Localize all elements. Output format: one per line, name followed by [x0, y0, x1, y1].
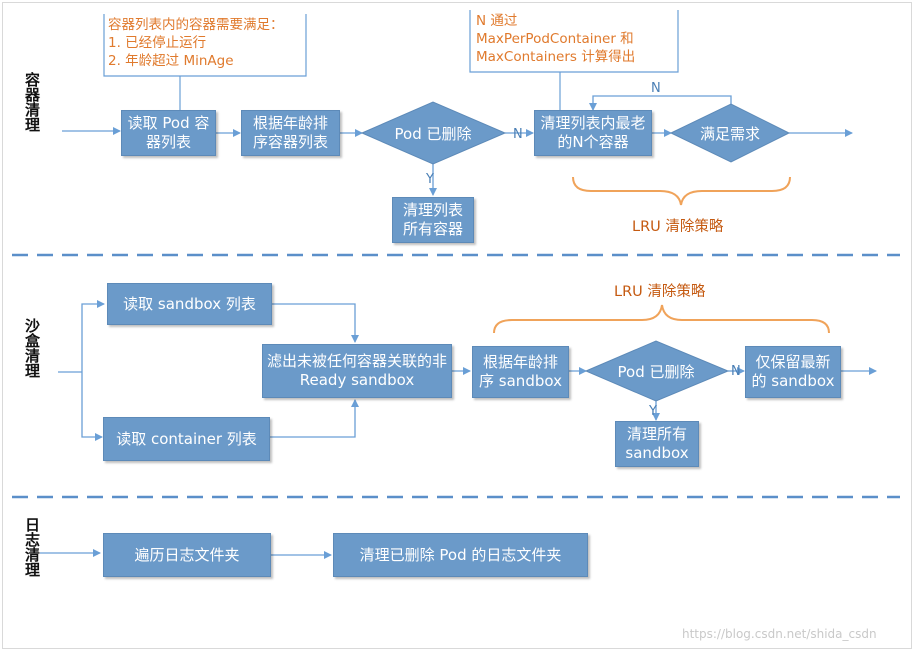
- pod-deleted-label-sb: Pod 已删除: [617, 362, 695, 381]
- lru-label-container: LRU 清除策略: [632, 219, 724, 235]
- traverse-log-dir-box: 遍历日志文件夹: [103, 533, 271, 577]
- arrow-fork-up: [81, 300, 105, 372]
- watermark: https://blog.csdn.net/shida_csdn: [682, 627, 877, 641]
- arrow-loop-n: [589, 95, 732, 111]
- label-n-decision: N: [513, 127, 523, 142]
- note-n-calculation: N 通过 MaxPerPodContainer 和 MaxContainers …: [476, 13, 636, 65]
- cleanup-all-containers-box: 清理列表所有容器: [392, 197, 474, 243]
- cleanup-oldest-box: 清理列表内最老的N个容器: [534, 110, 652, 156]
- section-label-log: 日志清理: [23, 517, 41, 577]
- filter-sandbox-box: 滤出未被任何容器关联的非 Ready sandbox: [262, 344, 452, 398]
- lru-label-sandbox: LRU 清除策略: [614, 284, 706, 300]
- decision-meets-demand: [669, 103, 791, 163]
- lru-brace-container: [572, 176, 791, 206]
- sort-containers-box: 根据年龄排序容器列表: [241, 110, 340, 156]
- pod-deleted-label: Pod 已删除: [394, 124, 472, 143]
- keep-newest-box: 仅保留最新的 sandbox: [745, 346, 841, 398]
- note-container-conditions: 容器列表内的容器需要满足： 1. 已经停止运行 2. 年龄超过 MinAge: [108, 17, 284, 69]
- sort-sandbox-box: 根据年龄排序 sandbox: [472, 346, 569, 398]
- arrow-container-to-filter: [270, 399, 359, 438]
- decision-pod-deleted-sb: [584, 340, 730, 402]
- section-label-container: 容器清理: [23, 72, 41, 132]
- read-container-box: 读取 container 列表: [103, 417, 270, 461]
- label-y-decision-sb: Y: [649, 404, 657, 419]
- label-n-decision-sb: N: [731, 364, 741, 379]
- read-pod-containers-box: 读取 Pod 容器列表: [121, 110, 216, 156]
- read-sandbox-box: 读取 sandbox 列表: [107, 283, 272, 325]
- meets-demand-label: 满足需求: [699, 124, 760, 143]
- lru-brace-sandbox: [493, 304, 830, 334]
- section-label-sandbox: 沙盒清理: [23, 318, 41, 378]
- label-n-loop: N: [651, 81, 661, 96]
- cleanup-all-sandbox-box: 清理所有sandbox: [615, 421, 699, 467]
- arrow-fork-down: [81, 372, 103, 441]
- decision-pod-deleted: [360, 101, 507, 165]
- arrow-sandbox-to-filter: [272, 303, 359, 343]
- label-y-decision: Y: [426, 172, 434, 187]
- note-right-bracket: [469, 10, 679, 73]
- cleanup-log-dir-box: 清理已删除 Pod 的日志文件夹: [333, 533, 588, 577]
- note-left-bracket: [103, 14, 307, 77]
